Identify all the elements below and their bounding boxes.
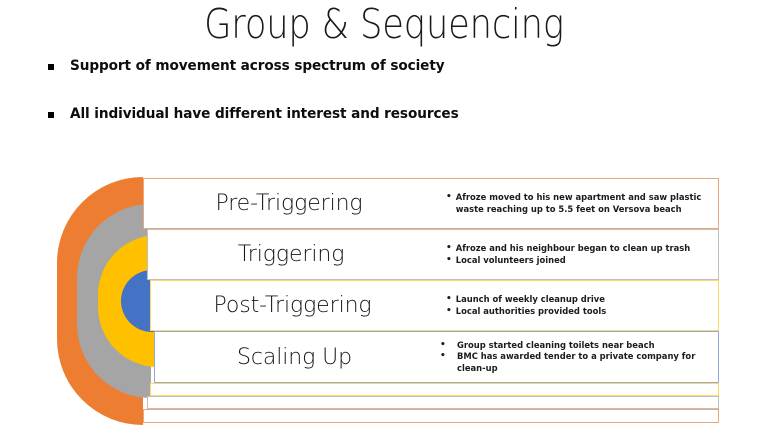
stage-label: Post-Triggering bbox=[213, 293, 372, 318]
detail-item: • Group started cleaning toilets near be… bbox=[440, 340, 708, 352]
detail-text: Afroze and his neighbour began to clean … bbox=[455, 242, 691, 253]
bullet-text: Support of movement across spectrum of s… bbox=[70, 58, 445, 74]
bullet-dot-icon: • bbox=[440, 351, 446, 362]
stage-box-scaling-up[interactable]: Scaling Up • Group started cleaning toil… bbox=[154, 331, 719, 383]
detail-item: • Local authorities provided tools bbox=[446, 306, 708, 318]
stage-details: • Group started cleaning toilets near be… bbox=[434, 332, 718, 382]
detail-text: BMC has awarded tender to a private comp… bbox=[457, 351, 696, 373]
nested-radial-process-diagram: Pre-Triggering • Afroze moved to his new… bbox=[0, 170, 768, 433]
strip-orange bbox=[143, 409, 719, 423]
detail-item: • Launch of weekly cleanup drive bbox=[446, 294, 708, 306]
detail-item: • BMC has awarded tender to a private co… bbox=[440, 351, 708, 374]
detail-text: Afroze moved to his new apartment and sa… bbox=[455, 191, 702, 214]
detail-item: • Afroze moved to his new apartment and … bbox=[446, 192, 708, 215]
bullet-dot-icon: • bbox=[446, 293, 452, 304]
stage-box-pre-triggering[interactable]: Pre-Triggering • Afroze moved to his new… bbox=[143, 178, 719, 229]
detail-text: Group started cleaning toilets near beac… bbox=[457, 339, 655, 350]
list-item: Support of movement across spectrum of s… bbox=[48, 57, 708, 76]
detail-text: Local volunteers joined bbox=[455, 254, 566, 265]
bullet-dot-icon: • bbox=[440, 339, 446, 350]
bullet-dot-icon: • bbox=[446, 242, 452, 253]
stage-box-triggering[interactable]: Triggering • Afroze and his neighbour be… bbox=[147, 229, 719, 280]
stage-box-post-triggering[interactable]: Post-Triggering • Launch of weekly clean… bbox=[150, 280, 719, 331]
detail-text: Local authorities provided tools bbox=[455, 305, 607, 316]
page-title: Group & Sequencing bbox=[204, 0, 564, 48]
strip-gray bbox=[147, 396, 719, 409]
detail-text: Launch of weekly cleanup drive bbox=[455, 293, 605, 304]
stage-details: • Afroze and his neighbour began to clea… bbox=[434, 230, 718, 279]
stage-label: Triggering bbox=[237, 242, 345, 267]
strip-yellow bbox=[150, 383, 719, 396]
square-bullet-icon bbox=[48, 112, 54, 118]
detail-item: • Local volunteers joined bbox=[446, 255, 708, 267]
bullet-list: Support of movement across spectrum of s… bbox=[48, 57, 708, 153]
detail-item: • Afroze and his neighbour began to clea… bbox=[446, 243, 708, 255]
stage-label: Scaling Up bbox=[237, 344, 352, 370]
stage-details: • Launch of weekly cleanup drive • Local… bbox=[434, 281, 718, 330]
stage-label: Pre-Triggering bbox=[215, 191, 363, 216]
stage-details: • Afroze moved to his new apartment and … bbox=[434, 179, 718, 228]
bullet-dot-icon: • bbox=[446, 191, 452, 202]
bullet-dot-icon: • bbox=[446, 305, 452, 316]
list-item: All individual have different interest a… bbox=[48, 105, 708, 124]
bullet-dot-icon: • bbox=[446, 254, 452, 265]
bullet-text: All individual have different interest a… bbox=[70, 106, 459, 122]
square-bullet-icon bbox=[48, 64, 54, 70]
